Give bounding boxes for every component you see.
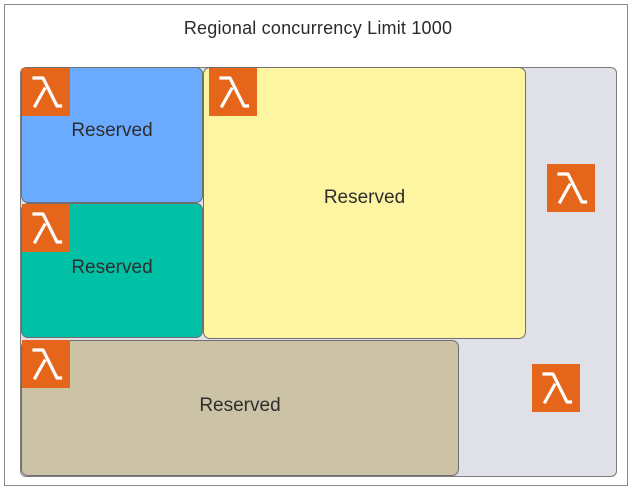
reserved-block-tan: Reserved [21,340,459,476]
lambda-icon [22,340,70,388]
reserved-label: Reserved [199,395,281,416]
reserved-label: Reserved [323,187,406,208]
lambda-icon [22,68,70,116]
reserved-label: Reserved [71,257,153,278]
reserved-label: Reserved [71,120,153,141]
lambda-icon [532,364,580,412]
lambda-icon [209,68,257,116]
diagram-title: Regional concurrency Limit 1000 [183,18,453,38]
lambda-icon [22,204,70,252]
lambda-icon [547,164,595,212]
